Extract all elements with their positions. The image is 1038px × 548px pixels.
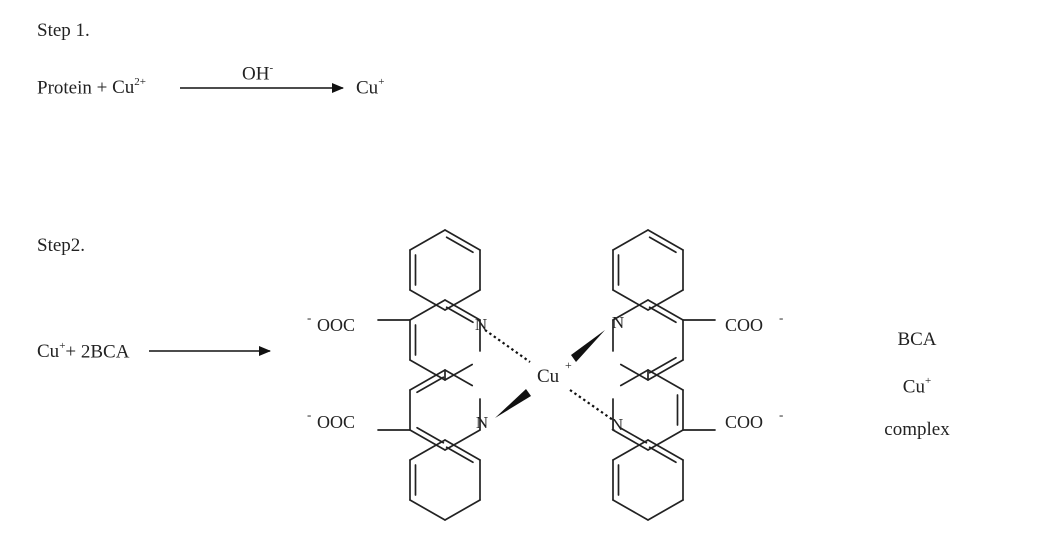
bond-49 — [648, 446, 677, 464]
bond-12 — [409, 359, 446, 381]
bond-43 — [647, 359, 684, 381]
bond-26 — [444, 429, 481, 451]
bond-51 — [647, 499, 684, 521]
bond-8 — [444, 299, 481, 321]
carboxylate-right-top-charge: - — [779, 310, 783, 325]
bond-15 — [409, 299, 446, 321]
bond-45 — [619, 363, 649, 381]
carboxylate-left-top: OOC — [317, 315, 355, 335]
bond-61 — [619, 426, 648, 444]
bond-48 — [647, 439, 684, 461]
bond-52 — [612, 499, 649, 521]
plus-sign: + — [96, 77, 108, 99]
carboxylate-right-bottom: COO — [725, 412, 763, 432]
carboxylate-left-bottom-charge: - — [307, 407, 311, 422]
complex-label-line-1: BCA — [897, 329, 937, 350]
bond-32 — [647, 229, 684, 251]
step1-label: Step 1. — [37, 20, 90, 41]
bond-3 — [444, 289, 481, 311]
wedge-bond-top — [571, 330, 605, 362]
step2-reactants: Cu++ 2BCA — [37, 340, 130, 363]
bond-35 — [647, 289, 684, 311]
bond-36 — [612, 289, 649, 311]
bond-31 — [416, 376, 445, 394]
bond-60 — [612, 429, 649, 451]
bond-9 — [445, 306, 474, 324]
cupric-ion: Cu2+ — [112, 76, 147, 99]
bond-44 — [648, 356, 677, 374]
bond-0 — [444, 229, 481, 251]
bond-41 — [648, 306, 677, 324]
bond-23 — [409, 439, 446, 461]
bond-39 — [612, 229, 649, 251]
atom-n-top-left: N — [475, 315, 487, 334]
bond-11 — [444, 363, 474, 381]
copper-center-charge: + — [565, 358, 572, 372]
atom-n-bottom-right: N — [611, 415, 623, 434]
plus-sign-2: + — [65, 341, 77, 363]
bond-19 — [444, 499, 481, 521]
complex-label: BCA Cu+ complex — [870, 318, 964, 451]
step2-label: Step2. — [37, 235, 86, 256]
atom-n-bottom-left: N — [476, 413, 488, 432]
complex-label-line-2: Cu+ — [902, 375, 932, 398]
bond-16 — [444, 439, 481, 461]
bond-20 — [409, 499, 446, 521]
bond-27 — [409, 429, 446, 451]
coordination-bond-top-left — [484, 329, 531, 363]
bond-30 — [409, 369, 446, 391]
molecule-skeleton — [377, 229, 716, 521]
bond-59 — [647, 429, 684, 451]
bond-7 — [409, 229, 446, 251]
bond-28 — [416, 426, 445, 444]
bond-56 — [647, 369, 684, 391]
cuprous-ion: Cu+ — [37, 340, 66, 363]
carboxylate-right-bottom-charge: - — [779, 407, 783, 422]
carboxylate-right-top: COO — [725, 315, 763, 335]
atom-n-top-right: N — [612, 313, 624, 332]
step1-product: Cu+ — [356, 76, 385, 99]
carboxylate-left-top-charge: - — [307, 310, 311, 325]
wedge-bond-bottom — [495, 389, 531, 418]
hydroxide-condition: OH- — [242, 62, 274, 85]
bond-1 — [445, 236, 474, 254]
bond-47 — [612, 299, 649, 321]
bond-63 — [619, 369, 649, 387]
bond-17 — [445, 446, 474, 464]
bond-24 — [444, 369, 474, 387]
copper-center: Cu — [537, 366, 560, 387]
carboxylate-left-bottom: OOC — [317, 412, 355, 432]
protein-label: Protein — [37, 77, 92, 99]
bond-33 — [648, 236, 677, 254]
bca-reagent: 2BCA — [80, 341, 130, 363]
complex-label-line-3: complex — [884, 419, 950, 441]
bond-40 — [647, 299, 684, 321]
coordination-bond-bottom-right — [569, 389, 614, 421]
bond-55 — [612, 439, 649, 461]
step1-reactants: Protein + Cu2+ — [37, 76, 147, 99]
bond-4 — [409, 289, 446, 311]
